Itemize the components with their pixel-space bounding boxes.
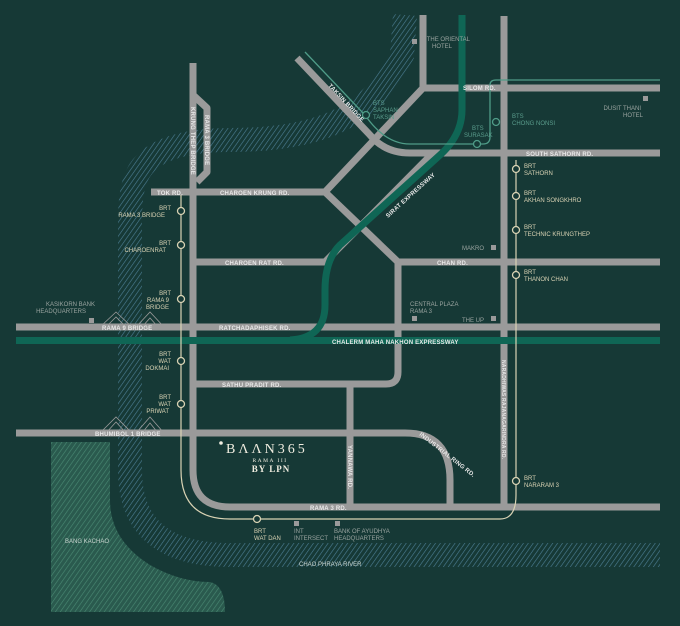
tok-rd-label: TOK RD. (157, 191, 183, 197)
south-sathorn-label: SOUTH SATHORN RD. (526, 152, 593, 158)
brt-line (180, 160, 517, 520)
logo-sub: RAMA III (252, 458, 287, 464)
bay-label: BANK OF AYUDHYA (334, 529, 390, 535)
brt-station-label: WAT (158, 402, 171, 408)
silom-rd-label: SILOM RD. (463, 86, 496, 92)
bts-station-chong-nonsi (491, 117, 501, 127)
chalerm-label: CHALERM MAHA NAKHON EXPRESSWAY (332, 340, 459, 346)
dusit-label: DUSIT THANI (604, 106, 642, 112)
kasikorn-label: KASIKORN BANK (46, 302, 95, 308)
bay-label: HEADQUARTERS (334, 536, 384, 542)
kasikorn-label: HEADQUARTERS (36, 309, 86, 315)
brt-station-label: RAMA 3 BRIDGE (118, 213, 165, 219)
oriental-label: HOTEL (432, 44, 453, 50)
chalerm-maha-nakhon-expressway (16, 337, 660, 344)
bridge-icons (99, 311, 165, 434)
bts-label: TAKSIN (373, 115, 394, 121)
brt-station-label: BRT (254, 529, 266, 535)
krung-thep-bridge-label: KRUNG THEP BRIDGE (189, 107, 195, 175)
bts-station-surasak (472, 139, 482, 149)
bhumibol-bridge-label: BHUMIBOL 1 BRIDGE (95, 432, 161, 438)
ratchadaphisek-label: RATCHADAPHISEK RD. (219, 326, 291, 332)
rama9-bridge-label: RAMA 9 BRIDGE (102, 326, 152, 332)
bts-station-saphan-taksin (361, 110, 371, 120)
brt-station-label: BRT (524, 270, 536, 276)
brt-station-label: BRT (159, 291, 171, 297)
yannawa-label: YANNAWA RD. (346, 445, 352, 489)
brt-station-label: SATHORN (524, 171, 553, 177)
brt-station-label: BRT (524, 164, 536, 170)
logo-by: BY LPN (252, 464, 290, 474)
brt-station-label: AKHAN SONGKHRO (524, 198, 582, 204)
river-label: CHAO PHRAYA RIVER (299, 562, 362, 568)
logo-name: BΛΛN365 (226, 442, 308, 457)
bang-kachao-label: BANG KACHAO (65, 539, 109, 545)
theup-label: THE UP (462, 318, 484, 324)
bang-kachao-area (51, 442, 225, 612)
rama3-rd-label: RAMA 3 RD. (310, 506, 347, 512)
bts-label: BTS (373, 101, 385, 107)
brt-station-label: BRT (524, 476, 536, 482)
makro-label: MAKRO (462, 246, 484, 252)
bts-label: CHONG NONSI (512, 121, 555, 127)
landmark-markers (89, 39, 648, 526)
rama3-bridge-label: RAMA 3 BRIDGE (203, 115, 209, 165)
brt-station-label: BRT (159, 206, 171, 212)
bts-label: BTS (512, 114, 524, 120)
brt-station-label: NARARAM 3 (524, 483, 560, 489)
brt-station-label: BRT (524, 225, 536, 231)
central-plaza-label: CENTRAL PLAZA (410, 302, 458, 308)
brt-station-label: BRT (159, 395, 171, 401)
dusit-label: HOTEL (623, 113, 644, 119)
brt-station-label: DOKMAI (145, 366, 169, 372)
brt-station-label: CHAROENRAT (124, 248, 166, 254)
oriental-label: THE ORIENTAL (427, 37, 471, 43)
bts-label: SAPHAN (373, 108, 398, 114)
int-intersect-label: INTERSECT (294, 536, 328, 542)
brt-station-label: RAMA 9 (147, 298, 170, 304)
charoen-rat-label: CHAROEN RAT RD. (225, 261, 284, 267)
brt-station-label: WAT (158, 359, 171, 365)
sathu-pradit-label: SATHU PRADIT RD. (222, 383, 282, 389)
brt-station-label: PRIWAT (146, 409, 169, 415)
brt-station-label: BRT (524, 191, 536, 197)
baan365-logo: BΛΛN365 RAMA III BY LPN (219, 441, 308, 474)
brt-stations (176, 164, 521, 524)
int-intersect-label: INT (294, 529, 304, 535)
brt-station-label: BRT (159, 352, 171, 358)
brt-station-label: THANON CHAN (524, 277, 568, 283)
brt-station-label: WAT DAN (254, 536, 281, 542)
chan-rd-label: CHAN RD. (437, 261, 468, 267)
sirat-expressway (289, 15, 466, 344)
bts-label: BTS (472, 126, 484, 132)
naradhiwas-label: NARADHIWAS RAJANAGARINDRA RD. (500, 360, 506, 460)
brt-station-label: TECHNIC KRUNGTHEP (524, 232, 590, 238)
bts-line (304, 51, 660, 145)
brt-station-label: BRT (159, 241, 171, 247)
charoen-krung-label: CHAROEN KRUNG RD. (220, 191, 290, 197)
brt-station-label: BRIDGE (146, 305, 169, 311)
central-plaza-label: RAMA 3 (410, 309, 433, 315)
bts-label: SURASAK (464, 133, 493, 139)
